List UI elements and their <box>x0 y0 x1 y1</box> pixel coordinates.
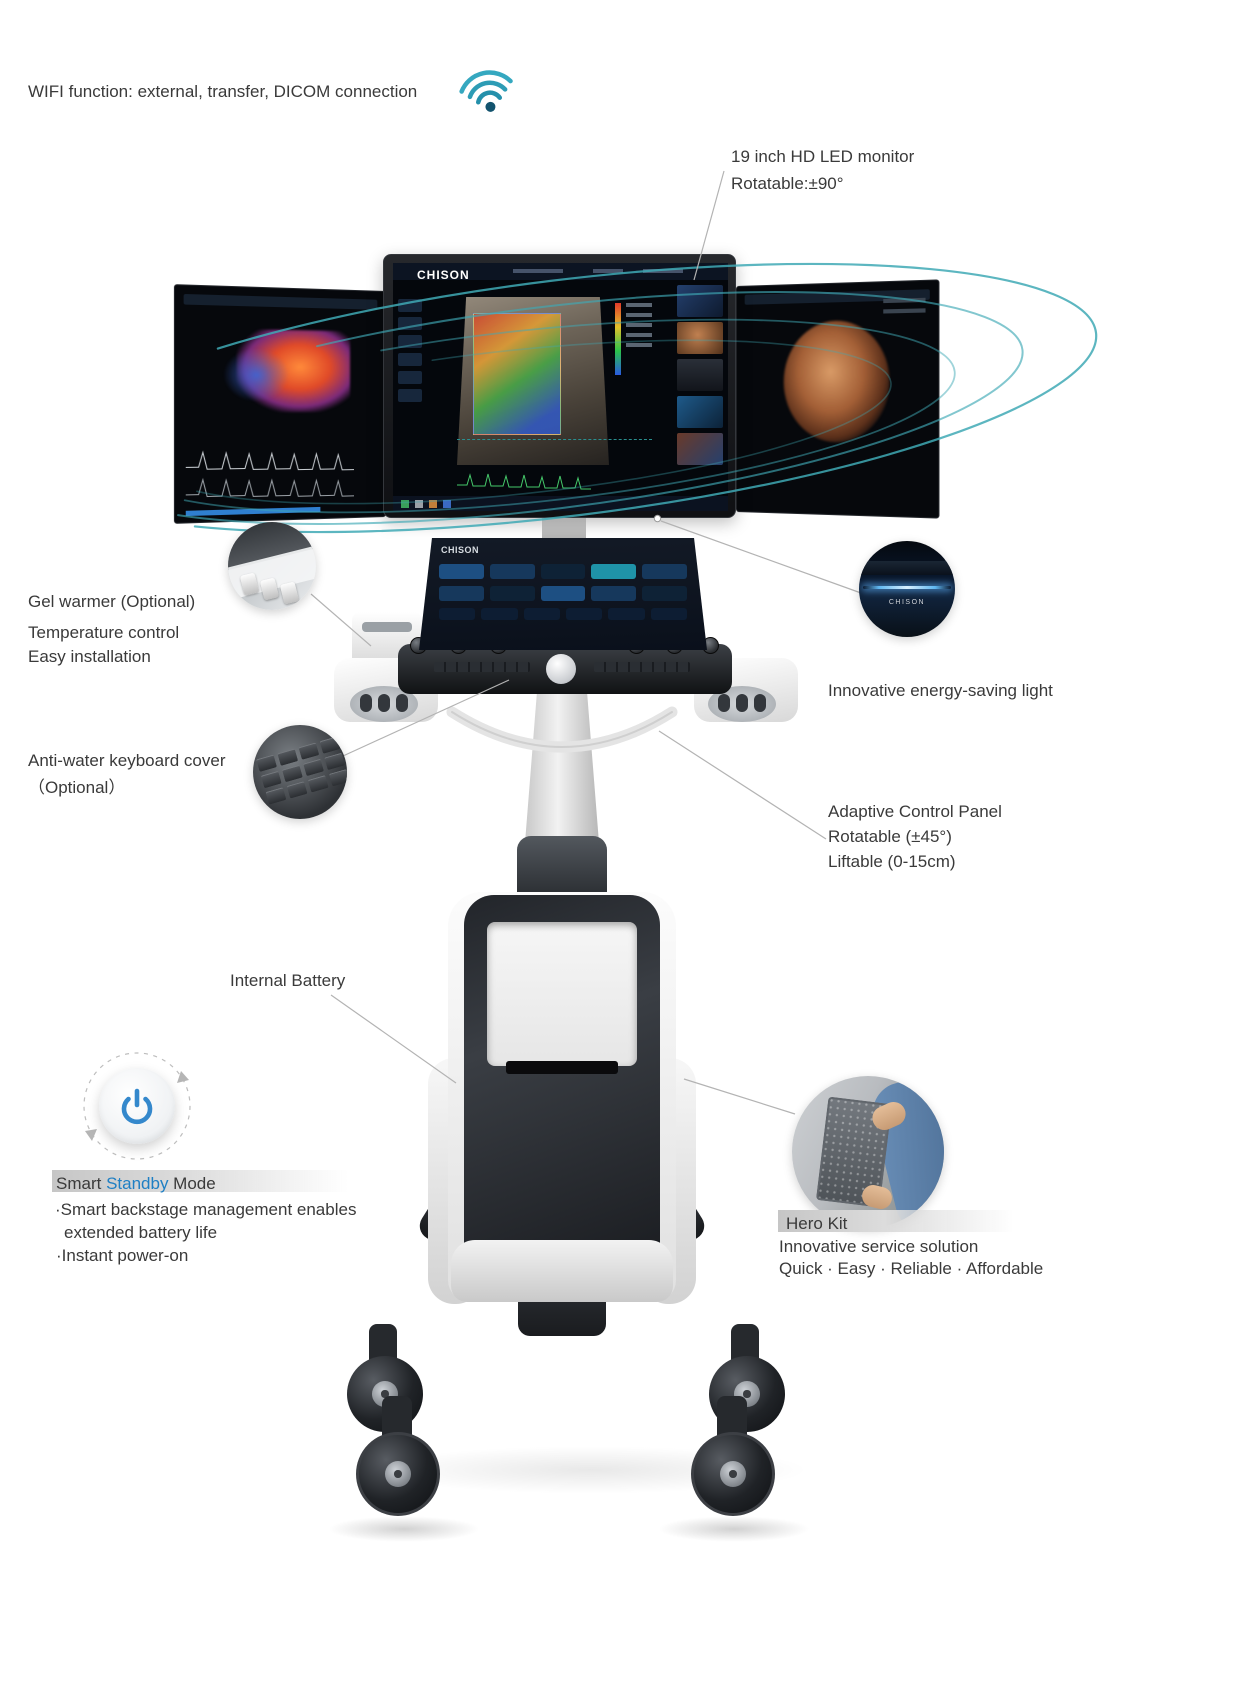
gel-warmer-details: Temperature control Easy installation <box>28 621 179 669</box>
brand-logo: CHISON <box>888 599 926 606</box>
parameter-column <box>626 303 652 353</box>
internal-battery-label: Internal Battery <box>230 971 346 990</box>
right-monitor <box>736 279 940 519</box>
thumbnail-strip <box>677 285 723 470</box>
brand-logo: CHISON <box>417 268 470 282</box>
monitor-callout-line2: Rotatable:±90° <box>731 174 844 193</box>
standby-line2: extended battery life <box>64 1223 218 1242</box>
monitor-callout-line1: 19 inch HD LED monitor <box>731 147 915 166</box>
energy-light-label: Innovative energy-saving light <box>828 681 1053 700</box>
wheel-shadow <box>658 1516 810 1542</box>
keyboard-cover-line1: Anti-water keyboard cover <box>28 751 226 770</box>
touch-buttons <box>439 564 687 640</box>
control-panel-line2: Rotatable (±45°) <box>828 827 952 846</box>
keyboard-cover-line2: （Optional） <box>28 778 126 797</box>
key-strip <box>594 662 690 672</box>
baseline <box>457 439 652 440</box>
standby-line3: ·Instant power-on <box>56 1246 189 1265</box>
body-skirt <box>451 1240 673 1302</box>
trackball <box>546 654 576 684</box>
standby-title-highlight: Standby <box>106 1174 169 1193</box>
standby-line1: ·Smart backstage management enables <box>55 1200 357 1219</box>
control-panel-line3: Liftable (0-15cm) <box>828 852 956 871</box>
keyboard-inset <box>253 725 347 819</box>
hero-kit-highlight-bar <box>778 1210 1015 1232</box>
progress-bar <box>185 506 321 517</box>
standby-highlight-bar <box>52 1170 348 1192</box>
probe-holder <box>708 686 776 722</box>
hero-kit-line2: Quick · Easy · Reliable · Affordable <box>779 1259 1044 1278</box>
touch-panel: CHISON <box>419 538 707 650</box>
power-icon <box>99 1068 175 1144</box>
elastography-overlay <box>473 313 561 435</box>
hero-kit-inset <box>792 1076 944 1228</box>
panel-slot <box>506 1061 618 1074</box>
wifi-function-label: WIFI function: external, transfer, DICOM… <box>28 82 418 101</box>
screen-toolbar <box>398 299 422 407</box>
color-scale <box>615 303 621 375</box>
spectral-trace <box>457 473 591 490</box>
control-panel-line1: Adaptive Control Panel <box>828 802 1002 821</box>
wifi-icon <box>459 70 513 112</box>
gel-warmer-line2: Easy installation <box>28 647 151 666</box>
hero-kit-title: Hero Kit <box>786 1214 848 1233</box>
waveform-trace <box>186 442 378 505</box>
hero-kit-line1: Innovative service solution <box>779 1237 979 1256</box>
gel-warmer-inset <box>228 522 316 610</box>
standby-title-post: Mode <box>168 1174 216 1193</box>
control-panel-callout: Adaptive Control Panel Rotatable (±45°) … <box>828 799 1002 874</box>
control-deck <box>398 637 732 694</box>
key-strip <box>434 662 530 672</box>
monitor-callout: 19 inch HD LED monitor Rotatable:±90° <box>731 143 914 197</box>
energy-light-inset: CHISON <box>859 541 955 637</box>
gel-warmer-label: Gel warmer (Optional) <box>28 592 196 611</box>
keyboard-cover-label: Anti-water keyboard cover （Optional） <box>28 747 225 801</box>
left-monitor <box>173 284 386 524</box>
glowing-light-strip <box>863 586 951 589</box>
standby-title-pre: Smart <box>56 1174 107 1193</box>
3d-fetus-image <box>783 319 890 443</box>
main-monitor: CHISON <box>383 254 736 518</box>
brand-logo: CHISON <box>441 545 480 555</box>
wheel-shadow <box>328 1516 480 1542</box>
main-screen: CHISON <box>393 263 728 511</box>
storage-panel <box>487 922 637 1066</box>
gel-warmer-line1: Temperature control <box>28 623 180 642</box>
standby-title: Smart Standby Mode <box>56 1171 216 1197</box>
